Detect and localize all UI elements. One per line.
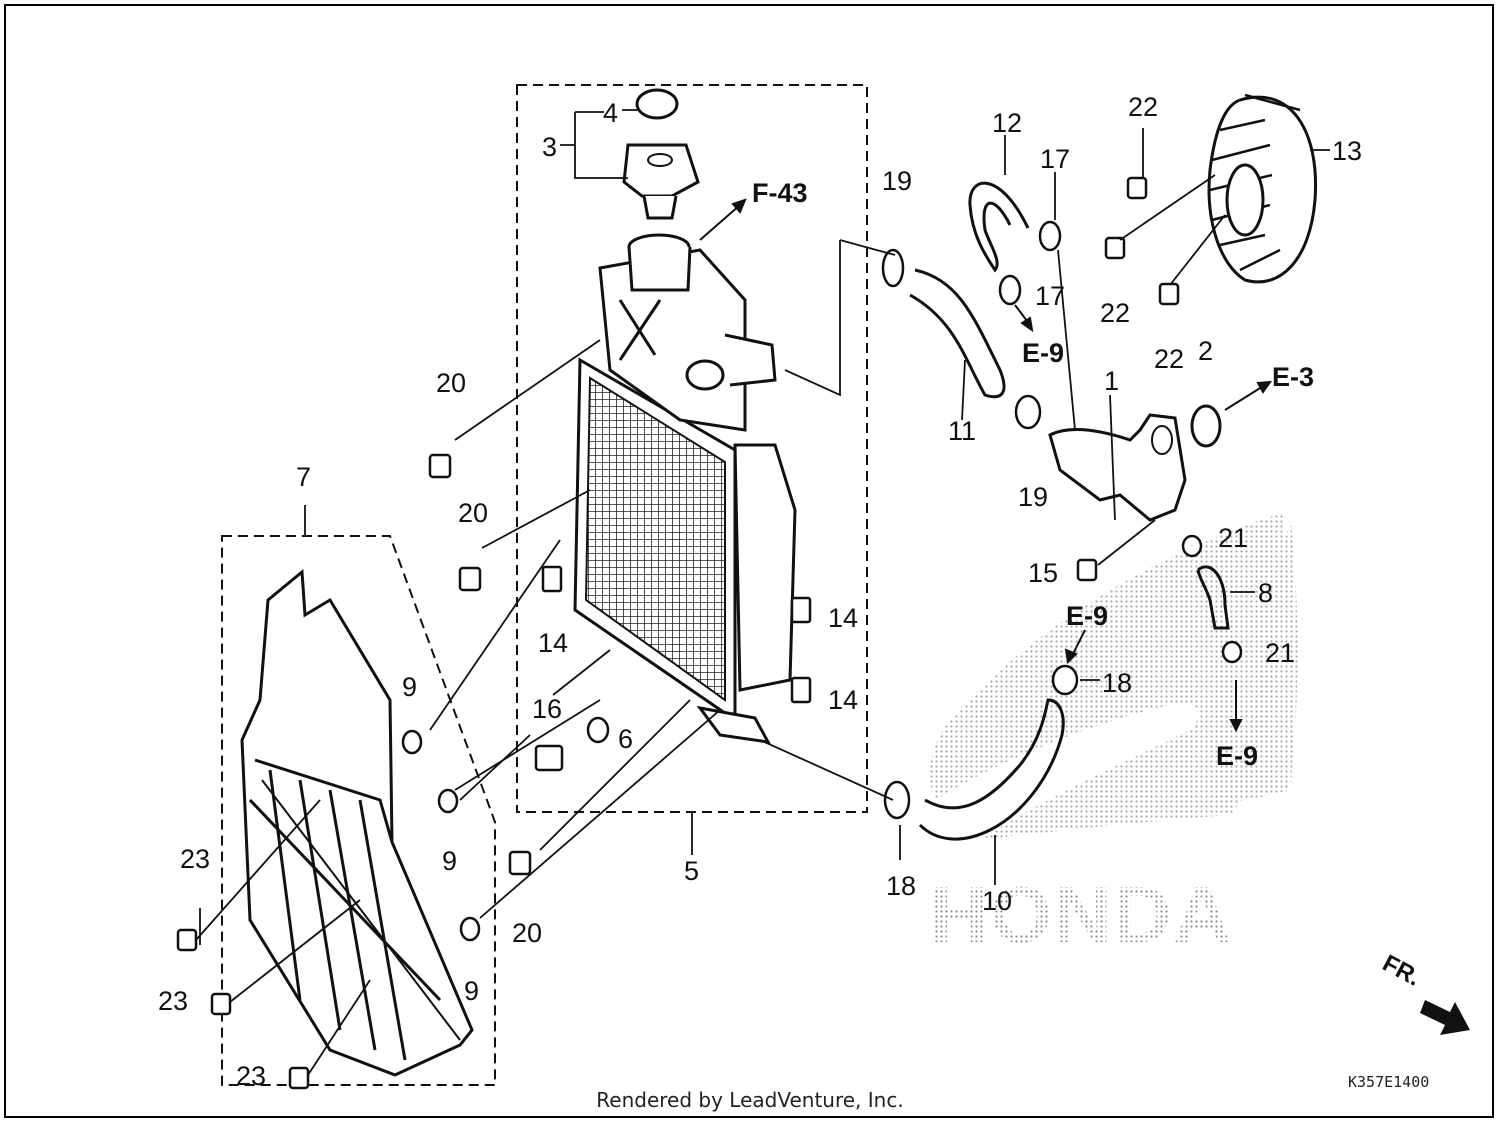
callout-14c: 14	[828, 685, 858, 715]
drawing-code: K357E1400	[1348, 1073, 1430, 1091]
grommet-9c-icon	[459, 916, 481, 942]
callout-17a: 17	[1040, 144, 1070, 174]
diagram-frame	[4, 4, 1494, 1118]
ref-e9-a: E-9	[1022, 338, 1064, 368]
callout-7: 7	[296, 462, 311, 492]
nut-14b-icon	[790, 596, 812, 624]
callout-12: 12	[992, 108, 1022, 138]
callout-20c: 20	[512, 918, 542, 948]
clamp-18b-icon	[883, 780, 911, 820]
bolt-23b-icon	[210, 992, 232, 1016]
clamp-19b-icon	[1014, 394, 1042, 430]
honda-watermark-text: HONDA	[930, 870, 1233, 959]
callout-20b: 20	[458, 498, 488, 528]
callout-3: 3	[542, 132, 557, 162]
ref-e9-b: E-9	[1066, 601, 1108, 631]
callout-21b: 21	[1265, 638, 1295, 668]
callout-5: 5	[684, 856, 699, 886]
callout-15: 15	[1028, 558, 1058, 588]
drain-bolt-16-icon	[534, 744, 564, 772]
nut-14c-icon	[790, 676, 812, 704]
clamp-18a-icon	[1051, 664, 1079, 696]
callout-18a: 18	[1102, 668, 1132, 698]
clamp-17a-icon	[1038, 220, 1062, 252]
callout-1: 1	[1104, 366, 1119, 396]
nut-14a-icon	[541, 565, 563, 593]
honda-wing-watermark	[930, 512, 1298, 840]
callout-14a: 14	[538, 628, 568, 658]
callout-11: 11	[948, 416, 976, 446]
section-references: F-43 E-9 E-3 E-9 E-9	[752, 178, 1314, 771]
clip-21a-icon	[1181, 534, 1203, 558]
small-hose-8	[1196, 565, 1230, 630]
callout-23c: 23	[236, 1061, 266, 1091]
bypass-hose-12	[968, 181, 1030, 273]
bolt-15-icon	[1076, 558, 1098, 582]
callout-9c: 9	[464, 976, 479, 1006]
bolt-20a-icon	[428, 453, 452, 479]
bolt-22b-icon	[1104, 236, 1126, 260]
ref-e9-c: E-9	[1216, 741, 1258, 771]
radiator-cap	[622, 143, 700, 220]
callout-16: 16	[532, 694, 562, 724]
clip-21b-icon	[1221, 640, 1243, 664]
radiator-cover	[240, 568, 474, 1077]
callout-17b: 17	[1035, 281, 1065, 311]
bolt-22a-icon	[1126, 176, 1148, 200]
callout-8: 8	[1258, 578, 1273, 608]
part-callouts: 1 2 3 4 5 6 7 8 9 9 9 10 11 12 13 14 14 …	[158, 92, 1362, 1091]
upper-hose-11	[909, 268, 1006, 399]
o-ring-2	[1190, 404, 1222, 448]
callout-23b: 23	[158, 986, 188, 1016]
callout-2: 2	[1198, 336, 1213, 366]
callout-22b: 22	[1100, 298, 1130, 328]
bolt-20b-icon	[458, 566, 482, 592]
cap-seal	[635, 88, 679, 120]
callout-21a: 21	[1218, 523, 1248, 553]
callout-22c: 22	[1154, 344, 1184, 374]
clamp-19a-icon	[881, 248, 905, 288]
grommet-9b-icon	[437, 788, 459, 814]
callout-9a: 9	[402, 672, 417, 702]
callout-9b: 9	[442, 846, 457, 876]
callout-20a: 20	[436, 368, 466, 398]
leader-lines	[195, 109, 1330, 1076]
reference-arrows	[699, 198, 1273, 733]
callout-10: 10	[982, 886, 1012, 916]
bolt-20c-icon	[508, 850, 532, 876]
direction-label: FR.	[1378, 950, 1425, 992]
callout-13: 13	[1332, 136, 1362, 166]
hoses	[909, 181, 1230, 841]
lower-hose-10	[918, 698, 1065, 841]
callout-19a: 19	[882, 166, 912, 196]
callout-14b: 14	[828, 603, 858, 633]
front-direction-arrow: FR.	[1378, 950, 1470, 1035]
fasteners	[176, 176, 1243, 1090]
callout-4: 4	[603, 98, 618, 128]
callout-18b: 18	[886, 871, 916, 901]
bolt-23c-icon	[288, 1066, 310, 1090]
grommet-9a-icon	[401, 729, 423, 755]
callout-6: 6	[618, 724, 633, 754]
callout-19b: 19	[1018, 482, 1048, 512]
callout-23a: 23	[180, 844, 210, 874]
clamp-17b-icon	[998, 274, 1022, 306]
washer-6-icon	[586, 716, 610, 744]
bolt-23a-icon	[176, 928, 198, 952]
thermostat-housing	[1048, 413, 1187, 522]
bolt-22c-icon	[1158, 282, 1180, 306]
callout-22a: 22	[1128, 92, 1158, 122]
cooling-fan	[1207, 93, 1318, 284]
footer-credit: Rendered by LeadVenture, Inc.	[596, 1088, 904, 1112]
radiator	[573, 233, 797, 744]
radiator-assembly-box	[516, 84, 868, 813]
ref-e3: E-3	[1272, 362, 1314, 392]
ref-f43: F-43	[752, 178, 808, 208]
